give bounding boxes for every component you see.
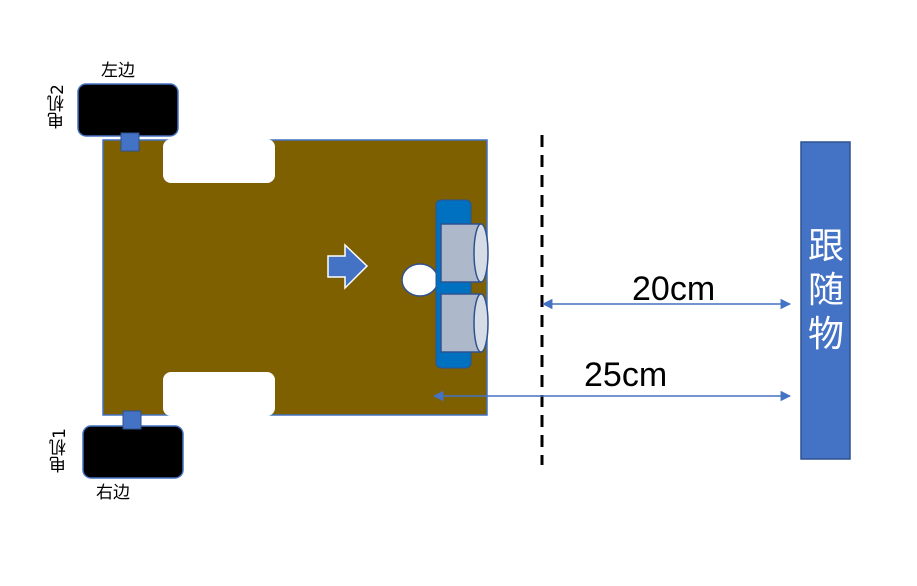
target-label-char: 随 (807, 269, 844, 311)
motor1-label: 电机1 (50, 428, 70, 473)
target-label-char: 物 (807, 313, 844, 355)
sensor-cylinder-top (440, 223, 489, 283)
motor2-label: 电机2 (48, 84, 68, 129)
right-axle (122, 410, 142, 430)
right-arrow-icon (327, 243, 369, 290)
right-side-label: 右边 (96, 483, 130, 503)
left-wheel (77, 83, 179, 137)
distance-far-label: 25cm (584, 356, 668, 394)
left-side-label: 左边 (101, 61, 135, 81)
distance-near-label: 20cm (632, 270, 716, 308)
caster-ball (401, 263, 439, 297)
target-label: 跟随物 (801, 225, 851, 357)
target-label-char: 跟 (807, 226, 844, 267)
left-axle (120, 132, 140, 152)
wheel-cutout-top (163, 139, 275, 183)
right-wheel (82, 425, 184, 479)
sensor-cylinder-bottom (440, 293, 489, 353)
wheel-cutout-bottom (163, 372, 275, 416)
target-object (800, 141, 851, 460)
